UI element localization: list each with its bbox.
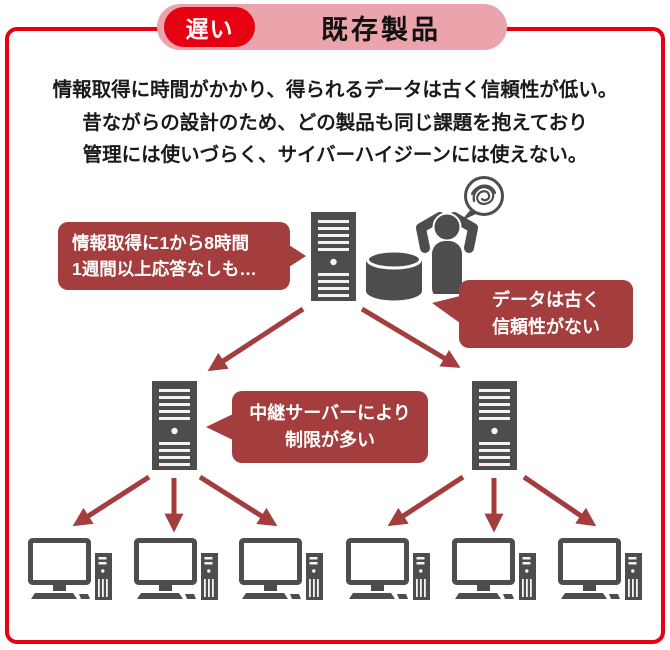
desktop-computer-icon-4	[346, 538, 432, 602]
header-banner: 遅い 既存製品	[157, 4, 507, 50]
description-line-1: 情報取得に時間がかかり、得られるデータは古く信頼性が低い。	[52, 79, 618, 101]
slow-badge-label: 遅い	[185, 16, 234, 42]
desktop-computer-icon-6	[558, 538, 644, 602]
desktop-computer-icon-1	[28, 538, 114, 602]
callout-relay-limits-line-1: 中継サーバーにより	[249, 403, 411, 423]
description-text: 情報取得に時間がかかり、得られるデータは古く信頼性が低い。 昔ながらの設計のため…	[0, 74, 670, 172]
desktop-computer-icon-5	[452, 538, 538, 602]
callout-acquisition-time-line-1: 情報取得に1から8時間	[72, 233, 249, 253]
desktop-computer-icon-3	[239, 538, 325, 602]
main-server-icon	[311, 212, 356, 301]
callout-stale-data-line-2: 信頼性がない	[492, 317, 600, 337]
callout-stale-data-line-1: データは古く	[492, 290, 600, 310]
callout-acquisition-time: 情報取得に1から8時間 1週間以上応答なしも…	[58, 222, 306, 290]
callout-stale-data: データは古く 信頼性がない	[432, 280, 633, 348]
relay-server-left-icon	[152, 381, 197, 470]
confused-thought-bubble-icon	[459, 175, 507, 223]
page-title: 既存製品	[321, 14, 441, 45]
description-line-2: 昔ながらの設計のため、どの製品も同じ課題を抱えており	[82, 111, 588, 134]
callout-relay-limits: 中継サーバーにより 制限が多い	[206, 391, 428, 463]
callout-acquisition-time-line-2: 1週間以上応答なしも…	[72, 259, 257, 279]
description-line-3: 管理には使いづらく、サイバーハイジーンには使えない。	[82, 144, 588, 166]
slow-badge: 遅い	[164, 7, 255, 47]
desktop-computer-icon-2	[134, 538, 220, 602]
relay-server-right-icon	[472, 381, 517, 470]
callout-relay-limits-line-2: 制限が多い	[285, 430, 375, 450]
